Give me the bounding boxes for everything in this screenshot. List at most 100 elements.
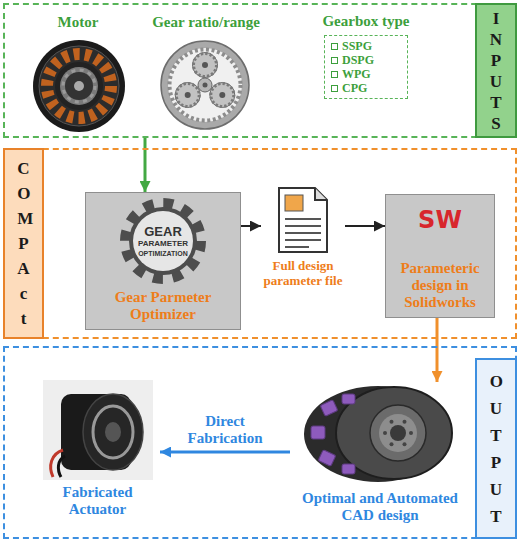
svg-shape xyxy=(105,422,121,442)
option-text: SSPG xyxy=(342,39,372,53)
svg-shape xyxy=(285,218,321,220)
flow-arrow xyxy=(160,451,290,454)
icon-text: GEARPARAMETEROPTIMIZATION xyxy=(90,197,236,285)
node-label: Optimal and Automated CAD design xyxy=(290,490,470,524)
image-caption: Gear ratio/range xyxy=(150,13,262,31)
svg-shape xyxy=(129,207,197,275)
edge-label: Direct Fabrication xyxy=(173,413,277,447)
svg-shape xyxy=(60,67,98,105)
checkbox-bullet xyxy=(331,57,338,64)
svg-shape xyxy=(390,425,406,441)
svg-shape xyxy=(168,48,242,122)
svg-shape xyxy=(285,195,303,211)
list-item: DSPG xyxy=(331,53,401,67)
illustration xyxy=(35,380,160,480)
node-label: Gear Parmeter Optimizer xyxy=(90,289,236,323)
svg-shape xyxy=(202,62,208,68)
svg-shape xyxy=(63,70,95,102)
svg-shape xyxy=(390,442,394,446)
svg-shape xyxy=(342,394,355,404)
svg-shape xyxy=(285,219,321,247)
svg-shape xyxy=(185,92,191,98)
svg-shape xyxy=(342,464,355,474)
svg-shape xyxy=(175,83,200,108)
process-box: Optimal and Automated CAD design xyxy=(290,382,470,524)
list-item: WPG xyxy=(331,67,401,81)
illustration xyxy=(261,186,345,254)
svg-shape xyxy=(219,92,225,98)
svg-shape xyxy=(370,405,426,461)
svg-shape xyxy=(170,50,241,121)
node-label: Parameteric design in Solidworks xyxy=(390,260,490,311)
svg-shape xyxy=(50,450,62,477)
svg-shape xyxy=(315,188,327,200)
svg-shape xyxy=(336,387,452,479)
icon-label: GEAR xyxy=(144,225,182,239)
svg-shape xyxy=(320,400,338,417)
option-text: CPG xyxy=(342,81,367,95)
cad-render xyxy=(300,382,460,486)
logo-text: SW xyxy=(418,205,462,235)
process-box: Full design parameter file xyxy=(261,186,345,288)
svg-shape xyxy=(133,211,193,271)
svg-shape xyxy=(175,53,235,108)
svg-shape xyxy=(210,83,235,108)
svg-shape xyxy=(185,62,226,98)
svg-shape xyxy=(285,239,321,241)
svg-shape xyxy=(161,41,249,129)
image-caption: Motor xyxy=(28,13,128,31)
panel-tab: OUTPUT xyxy=(475,358,517,539)
svg-shape xyxy=(125,203,201,279)
node-label: Full design parameter file xyxy=(261,258,345,288)
svg-shape xyxy=(194,54,217,77)
svg-shape xyxy=(176,84,199,107)
svg-shape xyxy=(198,78,212,92)
list-item: CPG xyxy=(331,81,401,95)
process-box: SW Parameteric design in Solidworks xyxy=(385,194,495,318)
checkbox-bullet xyxy=(331,43,338,50)
icon-label: PARAMETER xyxy=(138,239,188,249)
svg-shape xyxy=(55,62,103,110)
illustration xyxy=(290,382,470,486)
option-text: DSPG xyxy=(342,53,374,67)
svg-shape xyxy=(285,225,321,227)
svg-shape xyxy=(379,414,417,452)
svg-shape xyxy=(304,386,452,482)
option-list: Gearbox typeSSPGDSPGWPGCPG xyxy=(316,12,416,99)
flow-arrow xyxy=(436,318,439,382)
svg-shape xyxy=(65,72,93,100)
panel-title: COMPAct xyxy=(17,156,30,331)
svg-shape xyxy=(285,246,309,248)
svg-shape xyxy=(390,420,394,424)
svg-shape xyxy=(43,380,153,480)
svg-shape xyxy=(203,83,208,88)
svg-shape xyxy=(33,40,125,132)
svg-shape xyxy=(39,46,119,126)
document-icon xyxy=(275,186,331,254)
svg-shape xyxy=(403,442,407,446)
svg-shape xyxy=(403,420,407,424)
list-item: SSPG xyxy=(331,39,401,53)
svg-shape xyxy=(47,54,111,118)
dashed-panel: COMPAct GEARPARAMETEROPTIMIZATION Gear Pa… xyxy=(3,148,517,339)
option-text: WPG xyxy=(342,67,371,81)
svg-shape xyxy=(176,54,234,107)
checkbox-bullet xyxy=(331,85,338,92)
dashed-box: SSPGDSPGWPGCPG xyxy=(324,35,408,99)
svg-shape xyxy=(409,431,413,435)
actuator-photo xyxy=(43,380,153,480)
flow-arrow xyxy=(345,225,385,227)
svg-shape xyxy=(279,188,327,252)
process-box: Fabricated Actuator xyxy=(35,380,160,518)
node-label: Fabricated Actuator xyxy=(35,484,160,518)
icon-label: OPTIMIZATION xyxy=(138,249,188,258)
svg-shape xyxy=(93,406,133,458)
svg-shape xyxy=(318,450,336,467)
svg-shape xyxy=(83,394,143,470)
checkbox-bullet xyxy=(331,71,338,78)
panel-tab: INPUTS xyxy=(475,3,517,138)
svg-shape xyxy=(311,426,325,439)
process-box: GEARPARAMETEROPTIMIZATION Gear Parmeter O… xyxy=(85,192,241,330)
svg-shape xyxy=(58,456,65,477)
